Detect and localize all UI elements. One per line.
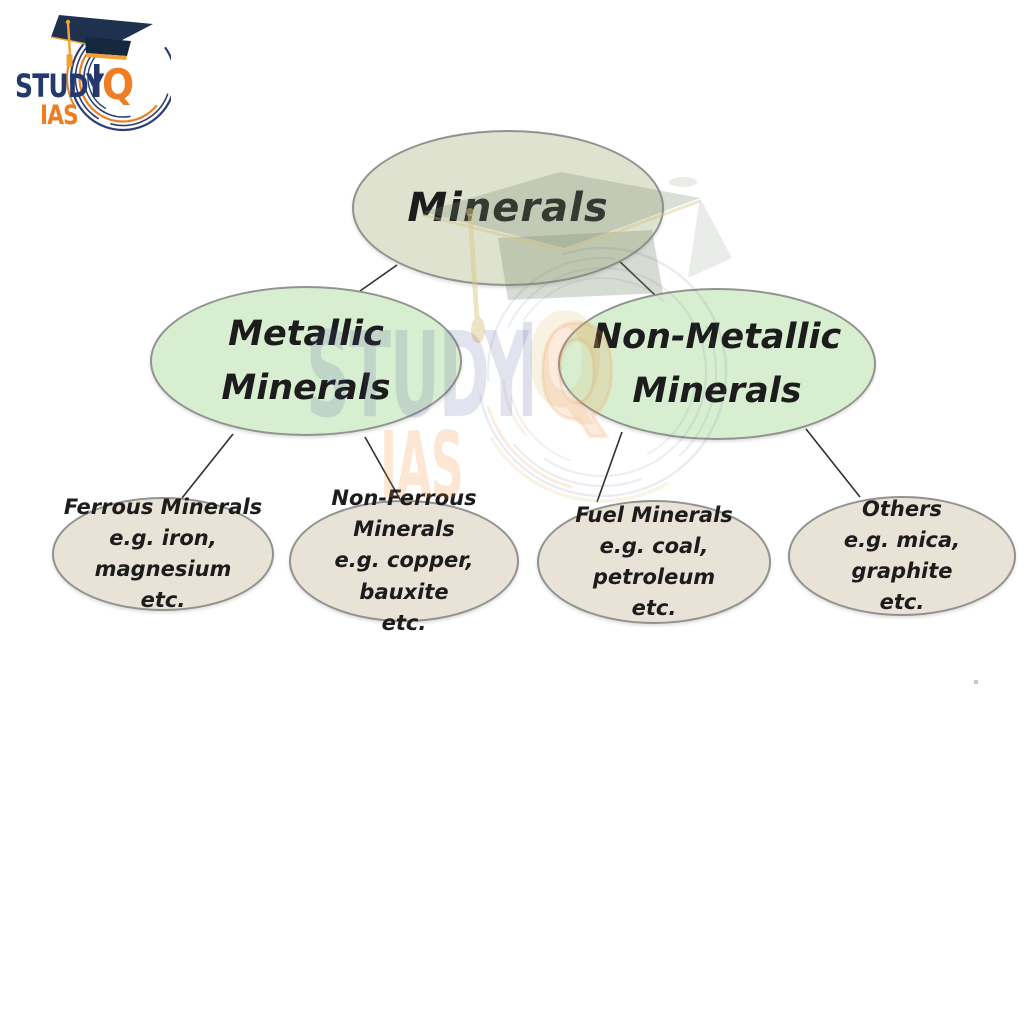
node-nonferrous-line1: Non-Ferrous Minerals: [331, 486, 477, 542]
node-others-line2: e.g. mica, graphite: [843, 527, 961, 583]
node-nonmetallic-line1: Non-Metallic: [592, 316, 842, 357]
connector-nonmetallic-fuel: [596, 431, 623, 503]
node-fuel-line1: Fuel Minerals: [575, 502, 733, 527]
node-ferrous-minerals: Ferrous Minerals e.g. iron, magnesium et…: [52, 495, 274, 612]
node-metallic-line2: Minerals: [221, 368, 391, 408]
connector-minerals-nonmetallic: [615, 257, 657, 297]
logo-iq-q-text: Q: [102, 61, 134, 109]
studyiq-ias-logo: STUDY Q IAS: [15, 15, 171, 134]
node-others-line3: etc.: [879, 590, 925, 615]
node-nonmetallic-line2: Minerals: [632, 371, 802, 411]
artifact-dot: [974, 680, 978, 684]
graduation-cap-icon: [50, 15, 153, 67]
node-ferrous-line2: e.g. iron, magnesium: [94, 525, 232, 581]
node-ferrous-line3: etc.: [140, 588, 186, 613]
node-fuel-minerals: Fuel Minerals e.g. coal, petroleum etc.: [537, 500, 771, 624]
logo-iq-i-bar: [94, 64, 100, 97]
connector-nonmetallic-others: [805, 428, 861, 498]
node-nonferrous-line3: etc.: [381, 610, 427, 635]
connector-minerals-metallic: [359, 264, 398, 292]
node-ferrous-line1: Ferrous Minerals: [63, 494, 263, 519]
node-minerals: Minerals: [352, 130, 664, 286]
connector-metallic-nonferrous: [364, 436, 402, 502]
node-others-minerals: Others e.g. mica, graphite etc.: [788, 496, 1016, 616]
node-fuel-line2: e.g. coal, petroleum: [592, 533, 716, 589]
node-metallic-line1: Metallic: [228, 313, 384, 354]
node-fuel-line3: etc.: [631, 596, 677, 621]
node-minerals-label: Minerals: [407, 185, 609, 231]
node-nonferrous-line2: e.g. copper, bauxite: [334, 548, 474, 604]
logo-study-text: STUDY: [15, 67, 105, 105]
node-nonferrous-minerals: Non-Ferrous Minerals e.g. copper, bauxit…: [289, 486, 519, 635]
node-nonmetallic-minerals: Non-Metallic Minerals: [558, 288, 876, 440]
logo-ias-text: IAS: [40, 99, 78, 131]
node-metallic-minerals: Metallic Minerals: [150, 286, 462, 436]
connector-metallic-ferrous: [181, 433, 234, 499]
node-others-line1: Others: [862, 496, 942, 521]
